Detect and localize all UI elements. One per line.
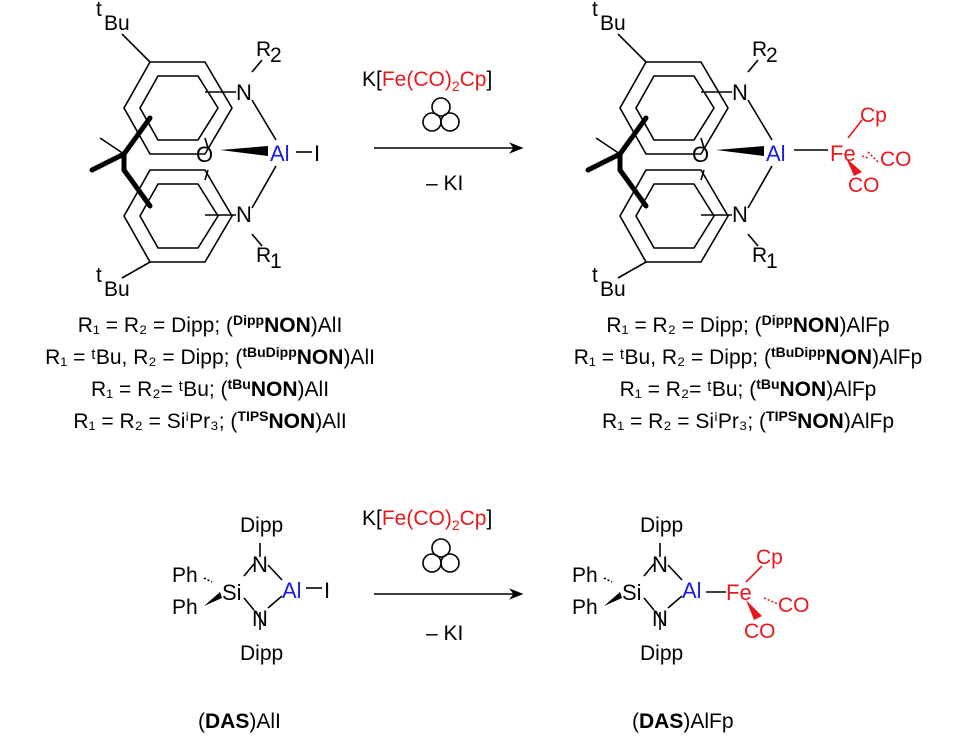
byproduct-label: – KI <box>426 622 463 645</box>
al-atom: Al <box>766 141 786 166</box>
byproduct-label: – KI <box>426 172 463 195</box>
legend-left: R₁ = R₂ = Dipp; (DippNON)AlI R₁ = ᵗBu, R₂… <box>45 312 375 433</box>
i-atom: I <box>324 578 330 603</box>
r-label: R <box>256 38 271 61</box>
si-atom: Si <box>622 580 642 605</box>
reagent-label: K[Fe(CO)2Cp] <box>362 68 492 94</box>
molecule-non-ali: t Bu t Bu N N O Al I R 2 R 1 <box>92 0 320 301</box>
dipp-group: Dipp <box>240 514 283 537</box>
fe-atom: Fe <box>726 580 752 605</box>
heat-icon <box>422 97 460 132</box>
i-atom: I <box>314 141 320 166</box>
tbu-sup: t <box>592 0 598 21</box>
compound-label: (DAS)AlI <box>198 710 281 733</box>
molecule-das-ali: Dipp N N Dipp Si Al I Ph Ph (DAS)AlI <box>172 514 330 733</box>
legend-right: R₁ = R₂ = Dipp; (DippNON)AlFp R₁ = ᵗBu, R… <box>574 312 923 433</box>
legend-line: R₁ = R₂= ᵗBu; (tBuNON)AlFp <box>620 376 877 401</box>
r-label: R <box>752 244 767 267</box>
reagent-label: K[Fe(CO)2Cp] <box>362 507 492 533</box>
co-ligand: CO <box>778 594 810 617</box>
al-atom: Al <box>270 141 290 166</box>
legend-line: R₁ = ᵗBu, R₂ = Dipp; (tBuDippNON)AlI <box>45 344 375 369</box>
molecule-non-alfp: t Bu t Bu N N O Al Fe Cp CO CO R 2 R 1 <box>588 0 912 301</box>
phenyl-group: Ph <box>572 596 598 619</box>
tbu-label: Bu <box>104 278 130 301</box>
n-atom: N <box>652 606 668 631</box>
fe-atom: Fe <box>830 141 856 166</box>
molecule-das-alfp: Dipp N N Dipp Si Al Fe Cp CO CO Ph Ph (D… <box>572 514 810 733</box>
legend-line: R₁ = R₂ = Dipp; (DippNON)AlI <box>78 312 343 337</box>
dipp-group: Dipp <box>640 514 683 537</box>
al-atom: Al <box>282 578 302 603</box>
tbu-label: Bu <box>600 278 626 301</box>
subscript: 1 <box>270 250 282 273</box>
cp-ligand: Cp <box>756 546 783 569</box>
reaction-arrow-bottom: K[Fe(CO)2Cp] – KI <box>362 507 524 645</box>
n-atom: N <box>252 552 268 577</box>
legend-line: R₁ = R₂= ᵗBu; (tBuNON)AlI <box>91 376 329 401</box>
legend-line: R₁ = ᵗBu, R₂ = Dipp; (tBuDippNON)AlFp <box>574 344 923 369</box>
phenyl-group: Ph <box>172 564 198 587</box>
compound-label: (DAS)AlFp <box>632 710 734 733</box>
dipp-group: Dipp <box>640 642 683 665</box>
n-atom: N <box>652 552 668 577</box>
n-atom: N <box>236 80 252 105</box>
phenyl-group: Ph <box>572 564 598 587</box>
legend-line: R₁ = R₂ = Dipp; (DippNON)AlFp <box>606 312 889 337</box>
al-atom: Al <box>682 578 702 603</box>
subscript: 2 <box>270 44 282 67</box>
legend-line: R₁ = R₂ = SiⁱPr₃; (TIPSNON)AlI <box>73 408 346 433</box>
tbu-sup: t <box>96 0 102 21</box>
r-label: R <box>752 38 767 61</box>
si-atom: Si <box>222 580 242 605</box>
r-label: R <box>256 244 271 267</box>
cp-ligand: Cp <box>860 104 887 127</box>
legend-line: R₁ = R₂ = SiⁱPr₃; (TIPSNON)AlFp <box>602 408 894 433</box>
subscript: 1 <box>766 250 778 273</box>
co-ligand: CO <box>744 620 776 643</box>
co-ligand: CO <box>880 148 912 171</box>
phenyl-group: Ph <box>172 596 198 619</box>
dipp-group: Dipp <box>240 642 283 665</box>
reaction-arrow-top: K[Fe(CO)2Cp] – KI <box>362 68 524 195</box>
co-ligand: CO <box>848 174 880 197</box>
o-atom: O <box>196 142 213 167</box>
n-atom: N <box>252 606 268 631</box>
n-atom: N <box>236 202 252 227</box>
subscript: 2 <box>766 44 778 67</box>
n-atom: N <box>732 202 748 227</box>
tbu-sup: t <box>592 264 598 287</box>
tbu-label: Bu <box>600 12 626 35</box>
n-atom: N <box>732 80 748 105</box>
tbu-label: Bu <box>104 12 130 35</box>
tbu-sup: t <box>96 264 102 287</box>
o-atom: O <box>692 142 709 167</box>
heat-icon <box>422 538 460 573</box>
